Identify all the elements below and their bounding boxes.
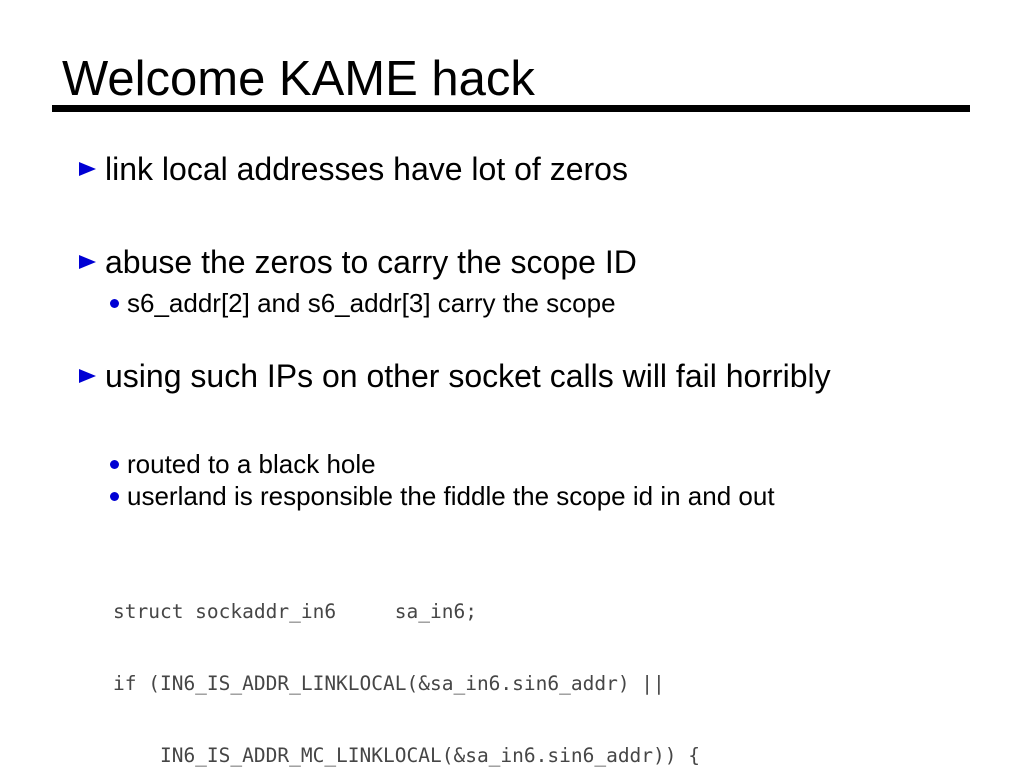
sub-bullet-text: userland is responsible the fiddle the s… bbox=[127, 481, 775, 511]
bullet-text: using such IPs on other socket calls wil… bbox=[105, 358, 831, 394]
bullet-text: link local addresses have lot of zeros bbox=[105, 151, 628, 187]
page-title: Welcome KAME hack bbox=[62, 52, 535, 106]
code-line: IN6_IS_ADDR_MC_LINKLOCAL(&sa_in6.sin6_ad… bbox=[113, 744, 700, 767]
code-block: struct sockaddr_in6 sa_in6; if (IN6_IS_A… bbox=[113, 552, 911, 768]
sub-bullet-item-2: routed to a black hole bbox=[110, 448, 376, 480]
title-underline bbox=[52, 105, 970, 112]
sub-bullet-item-1: s6_addr[2] and s6_addr[3] carry the scop… bbox=[110, 287, 616, 319]
dot-bullet-icon bbox=[110, 298, 119, 308]
sub-bullet-text: routed to a black hole bbox=[127, 449, 376, 479]
bullet-item-2: abuse the zeros to carry the scope ID bbox=[79, 241, 637, 284]
bullet-item-1: link local addresses have lot of zeros bbox=[79, 148, 628, 191]
dot-bullet-icon bbox=[110, 491, 119, 501]
bullet-item-3: using such IPs on other socket calls wil… bbox=[79, 355, 831, 398]
sub-bullet-text: s6_addr[2] and s6_addr[3] carry the scop… bbox=[127, 288, 616, 318]
sub-bullet-item-3: userland is responsible the fiddle the s… bbox=[110, 480, 775, 512]
triangle-bullet-icon bbox=[79, 255, 96, 269]
triangle-bullet-icon bbox=[79, 369, 96, 383]
triangle-bullet-icon bbox=[79, 162, 96, 176]
bullet-text: abuse the zeros to carry the scope ID bbox=[105, 244, 637, 280]
code-line: if (IN6_IS_ADDR_LINKLOCAL(&sa_in6.sin6_a… bbox=[113, 672, 665, 695]
dot-bullet-icon bbox=[110, 459, 119, 469]
code-line: struct sockaddr_in6 sa_in6; bbox=[113, 600, 477, 623]
